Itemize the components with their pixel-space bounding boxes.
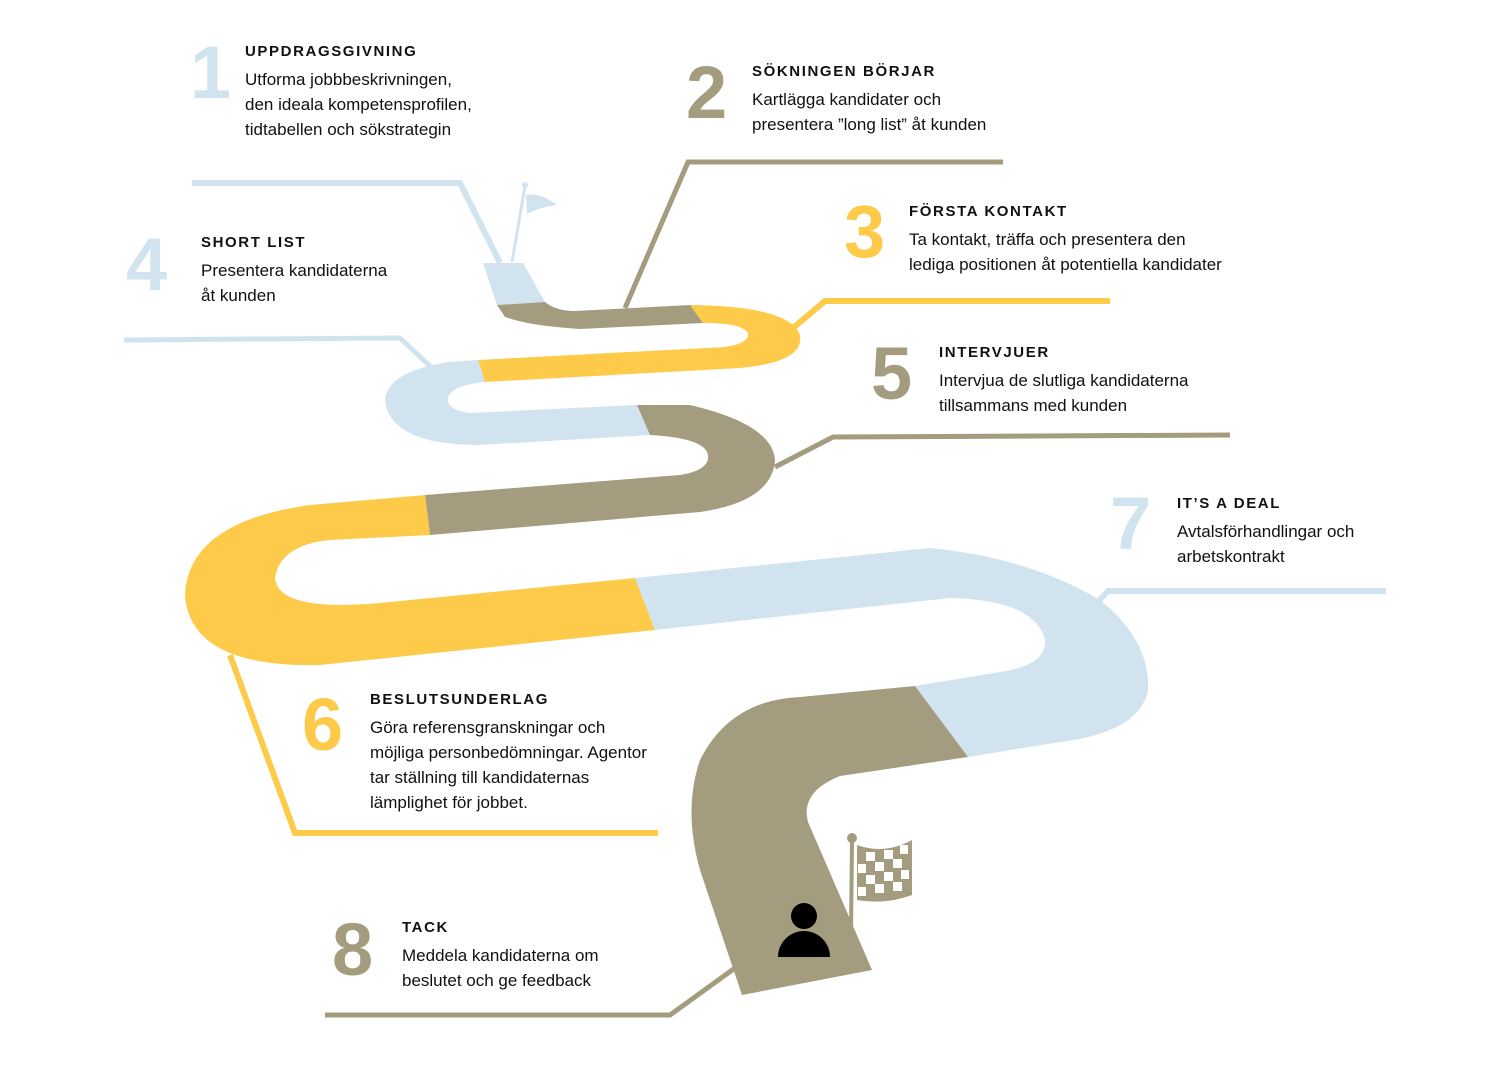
road-segment-7 [635,548,1149,757]
step-2-number: 2 [686,51,728,134]
step-2-title: SÖKNINGEN BÖRJAR [752,63,936,80]
step-4-text: Presentera kandidaterna åt kunden [201,261,388,305]
step-7-text: Avtalsförhandlingar och arbetskontrakt [1177,522,1355,566]
road-segment-1 [483,263,545,305]
road-segment-5 [425,405,775,535]
step-2-text: Kartlägga kandidater och presentera ”lon… [752,90,987,134]
step-8-text: Meddela kandidaterna om beslutet och ge … [402,946,599,990]
step-4: SHORT LIST Presentera kandidaterna åt ku… [201,234,387,308]
step-1-number: 1 [190,31,232,114]
callout-line-3 [791,298,1110,331]
step-8-title: TACK [402,919,449,936]
step-1-title: UPPDRAGSGIVNING [245,43,418,60]
callout-line-4 [123,335,434,370]
step-8-number: 8 [332,908,374,991]
step-7-number: 7 [1110,482,1152,565]
step-2: SÖKNINGEN BÖRJAR Kartlägga kandidater oc… [752,63,986,137]
step-6-text: Göra referensgranskningar och möjliga pe… [370,718,647,812]
road-segment-4 [385,360,650,445]
person-icon [778,903,830,957]
road-segment-8 [691,686,968,995]
callout-line-8 [325,965,737,1018]
step-7: IT’S A DEAL Avtalsförhandlingar och arbe… [1177,495,1354,569]
step-8: TACK Meddela kandidaterna om beslutet oc… [402,919,599,993]
checkered-flag-icon [847,833,912,936]
step-6-number: 6 [302,683,344,766]
step-1: UPPDRAGSGIVNING Utforma jobbbeskrivninge… [245,43,472,142]
step-5-number: 5 [871,332,913,415]
step-3-title: FÖRSTA KONTAKT [909,203,1068,220]
step-3: FÖRSTA KONTAKT Ta kontakt, träffa och pr… [909,203,1222,277]
step-3-number: 3 [844,190,886,273]
step-3-text: Ta kontakt, träffa och presentera den le… [909,230,1222,274]
step-7-title: IT’S A DEAL [1177,495,1281,512]
step-5-title: INTERVJUER [939,344,1050,361]
step-6: BESLUTSUNDERLAG Göra referensgranskninga… [370,691,647,815]
step-1-text: Utforma jobbbeskrivningen, den ideala ko… [245,70,472,139]
step-5-text: Intervjua de slutliga kandidaterna tills… [939,371,1189,415]
callout-line-2 [622,159,1003,309]
step-4-number: 4 [126,223,168,306]
step-5: INTERVJUER Intervjua de slutliga kandida… [939,344,1189,418]
road-segment-3 [478,305,801,382]
callout-line-7 [1093,588,1386,607]
start-flag-icon [510,182,557,263]
callout-line-6 [227,653,658,836]
callout-line-5 [773,432,1231,470]
step-6-title: BESLUTSUNDERLAG [370,691,550,708]
road-segment-2 [497,302,703,329]
step-4-title: SHORT LIST [201,234,307,251]
road-segment-6 [185,495,655,666]
callout-line-1 [192,180,503,265]
